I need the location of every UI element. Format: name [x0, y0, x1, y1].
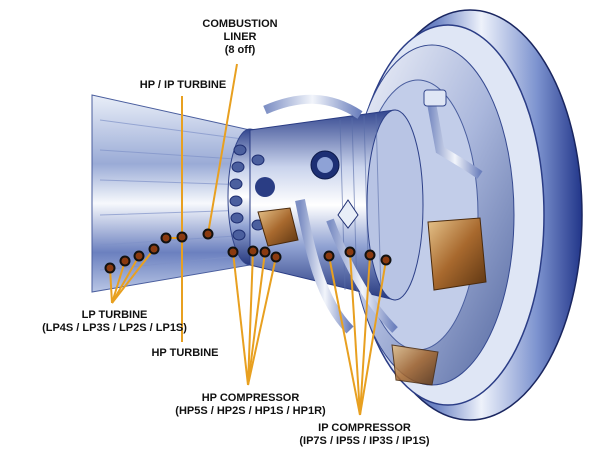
marker-hp5s	[227, 246, 239, 258]
label-hp-turbine-line1: HP TURBINE	[151, 347, 219, 359]
label-combustion-liner-line1: COMBUSTION	[202, 18, 278, 30]
label-hp-compressor-line1: HP COMPRESSOR	[201, 392, 300, 404]
marker-combustion-liner	[202, 228, 214, 240]
leader-line-lp4s	[109, 267, 113, 304]
leader-line-lp3s	[111, 260, 126, 304]
leader-lines	[109, 63, 387, 416]
leader-line-hp2s	[247, 250, 254, 386]
leader-line-combustion-liner	[207, 63, 238, 235]
probe-markers	[104, 228, 392, 274]
leader-line-hp5s	[232, 251, 249, 386]
marker-lp1s	[148, 243, 160, 255]
label-hp-ip-turbine: HP / IP TURBINE	[128, 79, 238, 92]
marker-ip7s	[323, 250, 335, 262]
leader-line-ip1s	[359, 259, 387, 416]
marker-ip1s	[380, 254, 392, 266]
label-lp-turbine-line2: (LP4S / LP3S / LP2S / LP1S)	[42, 322, 187, 334]
marker-hp1r	[270, 251, 282, 263]
label-hp-ip-turbine-line1: HP / IP TURBINE	[139, 79, 227, 91]
engine-core	[229, 94, 424, 334]
label-hp-compressor: HP COMPRESSOR (HP5S / HP2S / HP1S / HP1R…	[168, 392, 333, 418]
leader-line-ip3s	[359, 254, 371, 416]
label-ip-compressor-line2: (IP7S / IP5S / IP3S / IP1S)	[299, 435, 430, 447]
marker-hp-turbine	[160, 232, 172, 244]
marker-lp4s	[104, 262, 116, 274]
label-lp-turbine-line1: LP TURBINE	[81, 309, 148, 321]
marker-hp2s	[247, 245, 259, 257]
label-hp-turbine: HP TURBINE	[140, 347, 230, 360]
marker-ip3s	[364, 249, 376, 261]
marker-hp-ip-turbine	[176, 231, 188, 243]
leader-line-ip5s	[349, 251, 361, 416]
leader-line-ip7s	[328, 255, 361, 416]
marker-ip5s	[344, 246, 356, 258]
marker-lp2s	[133, 250, 145, 262]
leader-line-lp2s	[111, 255, 140, 304]
label-combustion-liner: COMBUSTION LINER (8 off)	[200, 18, 280, 57]
label-ip-compressor-line1: IP COMPRESSOR	[318, 422, 411, 434]
label-ip-compressor: IP COMPRESSOR (IP7S / IP5S / IP3S / IP1S…	[282, 422, 447, 448]
marker-lp3s	[119, 255, 131, 267]
label-combustion-liner-line3: (8 off)	[224, 44, 256, 56]
label-combustion-liner-line2: LINER	[223, 31, 257, 43]
label-lp-turbine: LP TURBINE (LP4S / LP3S / LP2S / LP1S)	[32, 309, 197, 335]
leader-line-lp1s	[111, 248, 155, 304]
leader-line-hp1s	[247, 251, 266, 386]
accessory-gearbox	[257, 89, 487, 386]
label-hp-compressor-line2: (HP5S / HP2S / HP1S / HP1R)	[175, 405, 326, 417]
marker-hp1s	[259, 246, 271, 258]
leader-line-hp1r	[247, 256, 277, 386]
